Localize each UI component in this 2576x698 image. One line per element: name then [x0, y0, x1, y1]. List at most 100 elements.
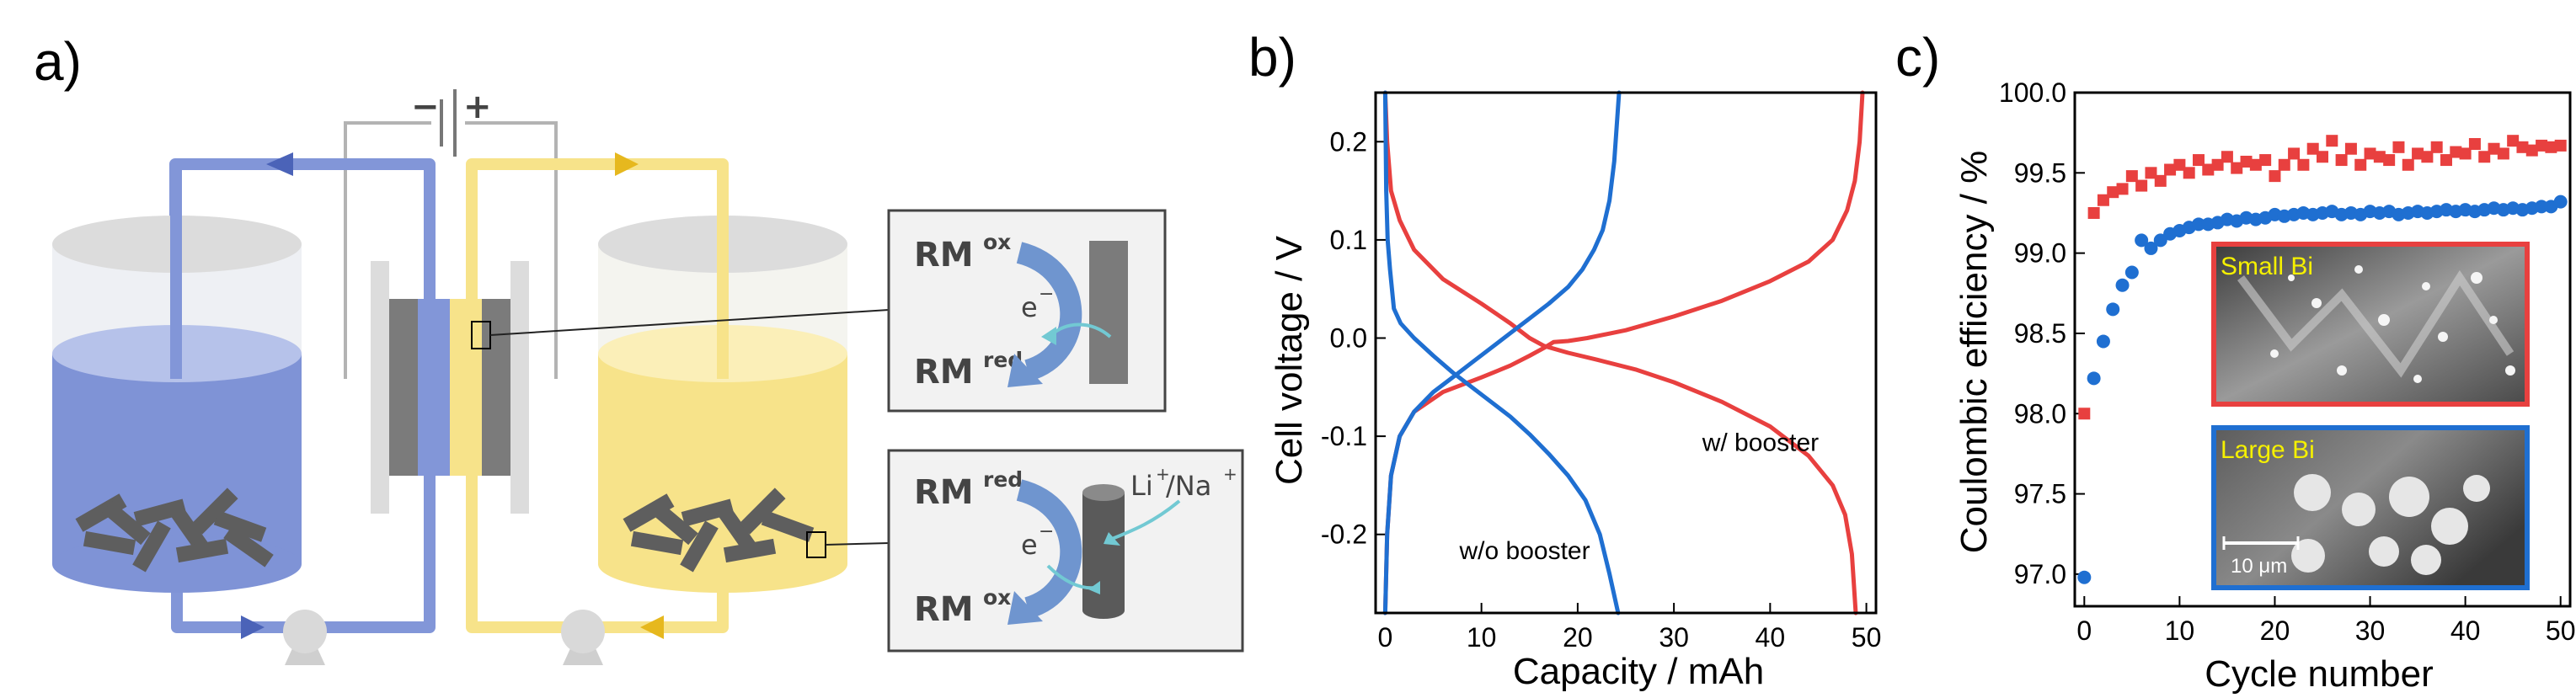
- flow-arrow-anolyte-bottom: [241, 615, 265, 639]
- panel-c-ytick-label: 99.0: [2014, 238, 2066, 269]
- data-point-circle: [2087, 371, 2101, 386]
- data-point-square: [2087, 206, 2100, 219]
- data-point-square: [2364, 147, 2376, 160]
- panel-c-xtick-label: 0: [2076, 615, 2092, 646]
- data-point-circle: [2535, 200, 2549, 214]
- data-point-square: [2412, 147, 2424, 160]
- panel-b-ytick-label: 0.2: [1330, 126, 1367, 157]
- panel-b-xtick-label: 20: [1563, 622, 1593, 653]
- panel-b-ytick-label: -0.2: [1321, 520, 1367, 550]
- data-point-circle: [2096, 334, 2110, 349]
- data-point-square: [2373, 151, 2386, 163]
- electron-sup-bottom: −: [1039, 521, 1054, 542]
- series-annotation: w/o booster: [1459, 537, 1590, 565]
- data-point-square: [2306, 142, 2319, 155]
- data-point-square: [2145, 167, 2157, 179]
- electrode-reaction-box: RM ox RM red e −: [887, 209, 1167, 413]
- panel-c-chart: c) Coulombic efficiency / % Cycle number…: [1895, 27, 2575, 695]
- ion-arrow-icon: [1111, 499, 1181, 541]
- flow-arrow-anolyte-top: [266, 152, 293, 176]
- panel-b-xlabel: Capacity / mAh: [1513, 651, 1764, 692]
- data-point-square: [2107, 186, 2119, 199]
- data-point-square: [2525, 144, 2538, 157]
- battery-icon: − +: [411, 88, 492, 157]
- panel-b-ytick-label: -0.1: [1321, 421, 1367, 451]
- zoom-line-top: [489, 309, 890, 336]
- panel-c-ytick-label: 97.5: [2014, 479, 2066, 509]
- panel-b-annotations: w/ booster w/o booster: [1459, 429, 1820, 565]
- ion-label-plus1: +: [1156, 464, 1170, 484]
- rm-ox-label-bottom: RM: [914, 590, 974, 629]
- data-point-square: [2402, 158, 2414, 171]
- data-point-square: [2240, 155, 2253, 168]
- data-point-square: [2545, 141, 2557, 153]
- panel-b-series: [1382, 90, 1865, 615]
- booster-reaction-box: RM red RM ox e − Li + /Na +: [887, 449, 1244, 653]
- rm-ox-sup-top: ox: [983, 230, 1011, 254]
- panel-c-ytick-label: 100.0: [1999, 77, 2066, 108]
- panel-c-axes-frame: [2073, 91, 2572, 608]
- data-point-circle: [2135, 233, 2149, 248]
- battery-plus-label: +: [463, 88, 492, 126]
- bismuth-rod-icon: [1082, 484, 1125, 619]
- panel-c-xtick-label: 50: [2546, 615, 2576, 646]
- flow-cell-stack: [371, 261, 529, 514]
- series-line: [1382, 90, 1858, 615]
- panel-b-ytick-label: 0.1: [1330, 225, 1367, 255]
- oxidation-arrow-icon: [1016, 479, 1082, 619]
- catholyte-tank: [598, 164, 847, 593]
- data-point-square: [2497, 147, 2509, 160]
- rm-ox-sup-bottom: ox: [983, 585, 1011, 610]
- data-point-square: [2383, 154, 2396, 167]
- data-point-square: [2516, 141, 2529, 153]
- data-point-square: [2173, 158, 2186, 171]
- panel-b-ytick-label: 0.0: [1330, 323, 1367, 354]
- ion-label-plus2: +: [1223, 464, 1237, 484]
- data-point-square: [2326, 135, 2338, 147]
- data-point-square: [2392, 141, 2405, 153]
- series-line: [1382, 90, 1621, 615]
- panel-b-xtick-label: 40: [1756, 622, 1786, 653]
- panel-b-xtick-label: 30: [1659, 622, 1689, 653]
- electron-label-bottom: e: [1021, 529, 1038, 561]
- data-point-square: [2116, 183, 2129, 195]
- pump-icon-right: [561, 610, 605, 665]
- panel-c-series: [2077, 135, 2568, 584]
- data-point-square: [2440, 154, 2452, 167]
- panel-b-xtick-label: 10: [1467, 622, 1497, 653]
- data-point-square: [2193, 154, 2205, 167]
- data-point-square: [2154, 174, 2167, 187]
- data-point-circle: [2553, 194, 2568, 209]
- panel-b-xtick-label: 0: [1378, 622, 1393, 653]
- booster-particles-right: [623, 488, 815, 573]
- electron-label-top: e: [1021, 291, 1038, 323]
- panel-c-xtick-label: 10: [2165, 615, 2195, 646]
- ion-label-na: /Na: [1166, 470, 1211, 502]
- data-point-circle: [2192, 217, 2205, 232]
- panel-c-xlabel: Cycle number: [2205, 653, 2433, 695]
- data-point-circle: [2106, 302, 2120, 317]
- data-point-square: [2478, 151, 2491, 163]
- electrode-bar-icon: [1089, 241, 1128, 384]
- series-annotation: w/ booster: [1702, 429, 1819, 457]
- data-point-square: [2554, 139, 2567, 152]
- panel-c-ytick-label: 99.5: [2014, 157, 2066, 188]
- inset-large-bi-label: Large Bi: [2221, 436, 2315, 464]
- series-line: [1382, 90, 1865, 615]
- rm-red-label-bottom: RM: [914, 473, 974, 512]
- data-point-square: [2183, 167, 2195, 179]
- data-point-square: [2488, 142, 2500, 155]
- data-point-square: [2536, 139, 2548, 152]
- data-point-square: [2249, 158, 2262, 171]
- scale-bar-label: 10 μm: [2231, 555, 2287, 578]
- data-point-circle: [2124, 265, 2139, 280]
- panel-c-letter: c): [1895, 27, 1940, 88]
- panel-c-xtick-label: 30: [2355, 615, 2386, 646]
- sem-inset-large-bi: Large Bi 10 μm: [2211, 425, 2530, 590]
- panel-b-letter: b): [1248, 27, 1296, 88]
- data-point-square: [2202, 163, 2215, 176]
- rm-ox-label-top: RM: [914, 236, 974, 274]
- data-point-square: [2421, 151, 2434, 163]
- data-point-square: [2507, 135, 2520, 147]
